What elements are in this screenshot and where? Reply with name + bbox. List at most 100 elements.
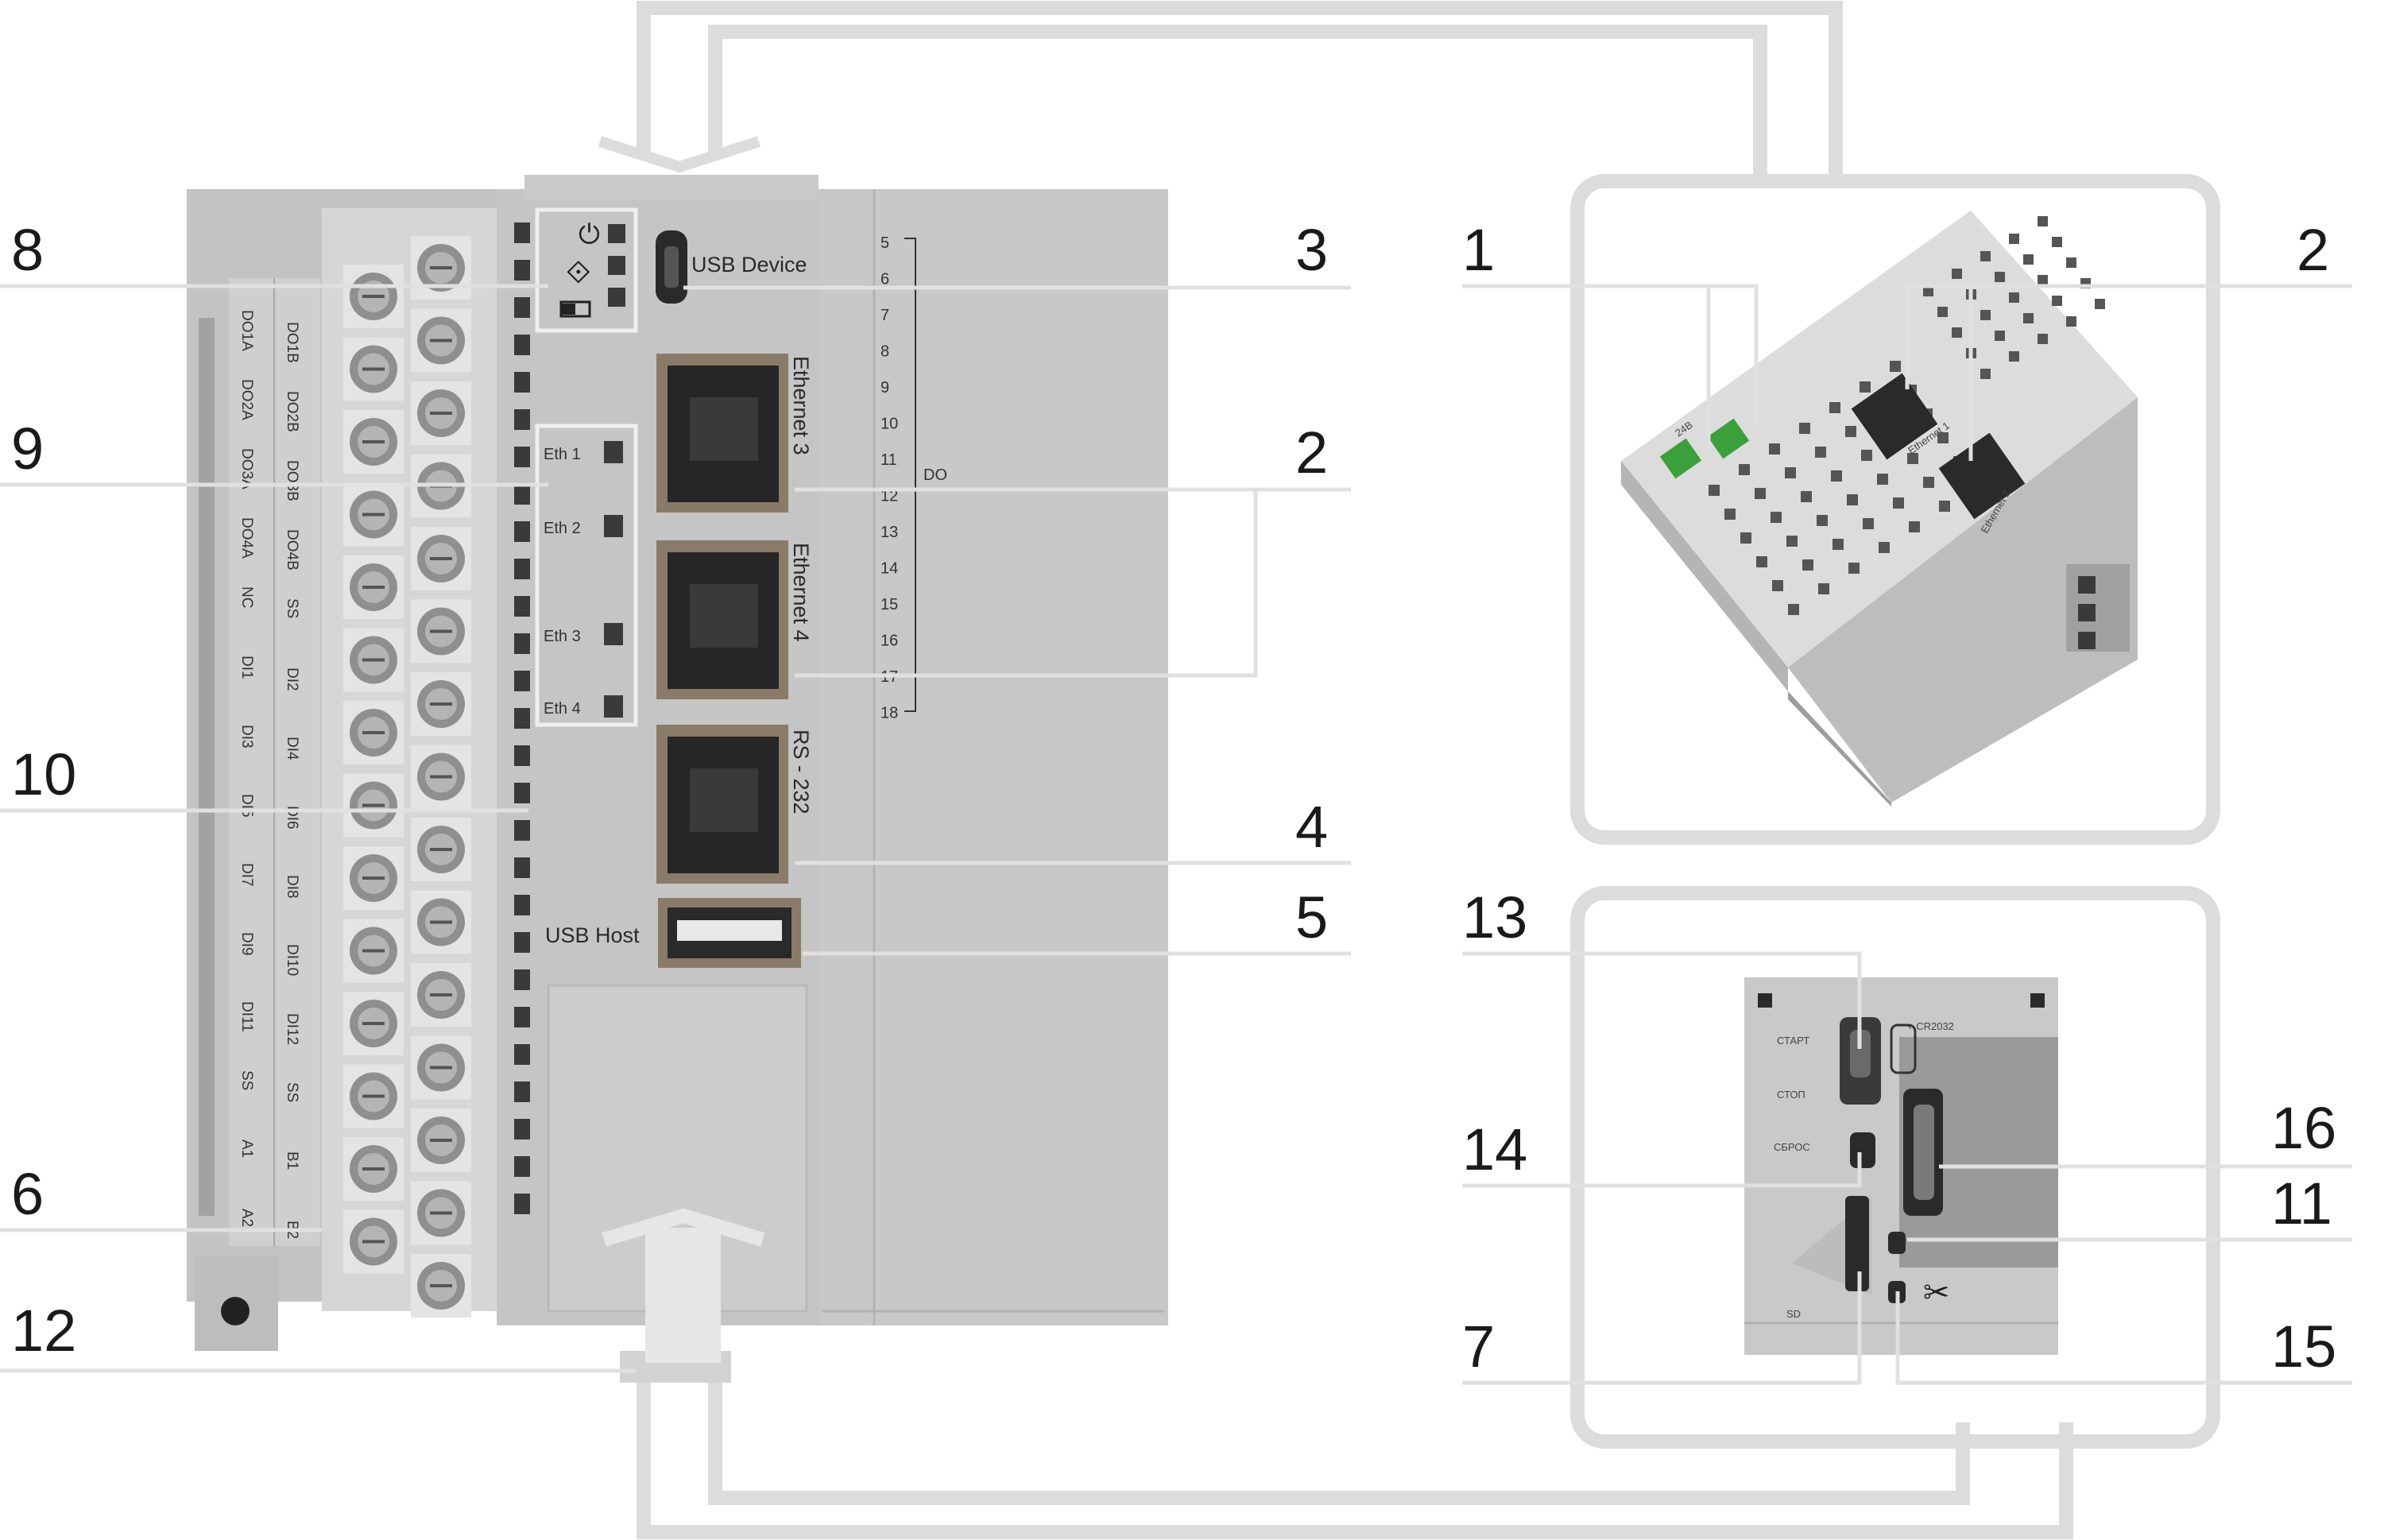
terminal-screw-icon: [411, 236, 471, 300]
do-number: 12: [880, 488, 898, 505]
do-number: 14: [880, 560, 898, 578]
terminal-label: DO2A: [238, 379, 255, 420]
do-number: 11: [880, 451, 897, 469]
led-indicator: [514, 1119, 530, 1140]
vent-hole: [2023, 254, 2034, 265]
led-indicator: [514, 335, 530, 355]
stop-label: СТОП: [1777, 1089, 1805, 1101]
mount-hole-icon: [221, 1297, 250, 1325]
vent-hole: [2052, 237, 2062, 247]
vent-hole: [1847, 494, 1858, 505]
vent-hole: [1724, 509, 1736, 520]
led-indicator: [514, 820, 530, 841]
terminal-screw-icon: [343, 701, 404, 764]
callout-8: 8: [11, 217, 44, 283]
terminal-screw-icon: [411, 599, 471, 664]
vent-hole: [1739, 464, 1750, 475]
led-indicator: [514, 447, 530, 467]
terminal-label: DI3: [238, 725, 255, 749]
vent-hole: [1937, 307, 1948, 317]
vent-hole: [2038, 216, 2048, 226]
vent-hole: [2009, 292, 2019, 303]
callout-2-left: 2: [1295, 420, 1328, 486]
callout-1: 1: [1462, 217, 1495, 283]
eth-led-label-3: Eth 3: [544, 628, 581, 645]
warning-icon: ⟐: [566, 254, 591, 291]
led-indicator: [514, 372, 530, 393]
led-indicator: [514, 1156, 530, 1177]
led-indicator: [514, 633, 530, 654]
terminal-screw-icon: [411, 1181, 471, 1245]
callout-12: 12: [11, 1298, 76, 1364]
vent-hole: [1923, 286, 1933, 296]
vent-hole: [1788, 604, 1799, 615]
vent-hole: [1801, 491, 1812, 502]
eth-led-label-1: Eth 1: [544, 446, 581, 463]
vent-hole: [1756, 556, 1767, 567]
terminal-label: DI11: [238, 1001, 255, 1032]
callout-5: 5: [1295, 884, 1328, 950]
vent-hole: [2066, 316, 2076, 327]
vent-hole: [1890, 361, 1901, 372]
terminal-screw-icon: [343, 337, 404, 401]
rs232-port: [656, 725, 788, 884]
led-indicator: [514, 708, 530, 729]
terminal-label: A2: [238, 1209, 255, 1227]
terminal-screw-icon: [411, 308, 471, 373]
vent-hole: [1863, 518, 1874, 529]
vent-hole: [1952, 327, 1962, 338]
vent-hole: [1907, 453, 1918, 464]
terminal-screw-icon: [343, 1137, 404, 1201]
terminal-label: DO4A: [238, 517, 255, 559]
power-terminal-1: [1659, 438, 1702, 479]
vent-hole: [1939, 501, 1950, 512]
terminal-screw-icon: [411, 381, 471, 445]
vent-hole: [1786, 536, 1798, 547]
led-indicator: [514, 521, 530, 542]
callout-2-right: 2: [2297, 217, 2329, 283]
arrow-down-icon: [598, 136, 761, 173]
do-number: 15: [880, 596, 898, 613]
callout-6: 6: [11, 1161, 44, 1227]
vent-hole: [1771, 512, 1782, 523]
terminal-label: DO2B: [284, 391, 300, 432]
terminal-screw-icon: [343, 1209, 404, 1274]
callout-9: 9: [11, 416, 44, 482]
terminal-screw-icon: [411, 745, 471, 809]
terminal-screw-icon: [411, 1035, 471, 1100]
arrow-up-icon: [602, 1208, 765, 1363]
vent-hole: [1802, 559, 1813, 571]
terminal-label: SS: [284, 1082, 300, 1102]
led-indicator: [514, 1044, 530, 1065]
vent-hole: [2038, 334, 2048, 344]
led-indicator: [514, 969, 530, 990]
ethernet-4-port: [656, 540, 788, 699]
terminal-screw-icon: [411, 1109, 471, 1172]
vent-hole: [1937, 432, 1949, 443]
led-indicator: [514, 1007, 530, 1027]
terminal-screw-icon: [411, 890, 471, 954]
vent-hole: [1861, 450, 1872, 461]
top-view-device: 24В Ethernet 1 Ethernet 2: [1621, 211, 2138, 807]
vent-hole: [1860, 381, 1871, 393]
callout-10: 10: [11, 741, 76, 807]
terminal-label: DO4B: [284, 529, 300, 571]
eth-led-label-2: Eth 2: [544, 520, 581, 537]
led-indicator: [514, 671, 530, 691]
vent-hole: [1909, 521, 1920, 532]
terminal-screw-icon: [343, 846, 404, 910]
led-column-left: [514, 222, 530, 1214]
callout-11: 11: [2271, 1170, 2332, 1236]
rs232-label: RS - 232: [789, 729, 813, 814]
callout-13: 13: [1462, 884, 1527, 950]
terminal-screw-icon: [343, 410, 404, 474]
front-panel: DO1ADO2ADO3ADO4ANCDI1DI3DI5DI7DI9DI11SSA…: [187, 175, 1168, 1383]
terminal-label: SS: [284, 598, 300, 618]
vent-hole: [2095, 299, 2105, 309]
vent-hole: [1952, 269, 1962, 279]
callout-4: 4: [1295, 794, 1328, 860]
vent-hole: [1893, 497, 1904, 509]
usb-host-label: USB Host: [545, 923, 640, 947]
led-indicator: [514, 895, 530, 915]
usb-host-port: [658, 898, 801, 968]
